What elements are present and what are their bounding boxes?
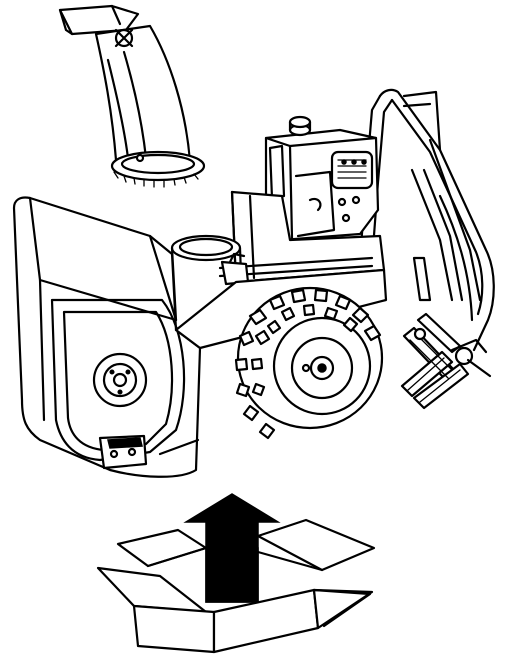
snow-thrower-icon xyxy=(12,88,495,478)
discharge-chute-icon xyxy=(58,4,206,188)
open-box-icon xyxy=(96,518,376,654)
tire-icon xyxy=(234,286,384,440)
